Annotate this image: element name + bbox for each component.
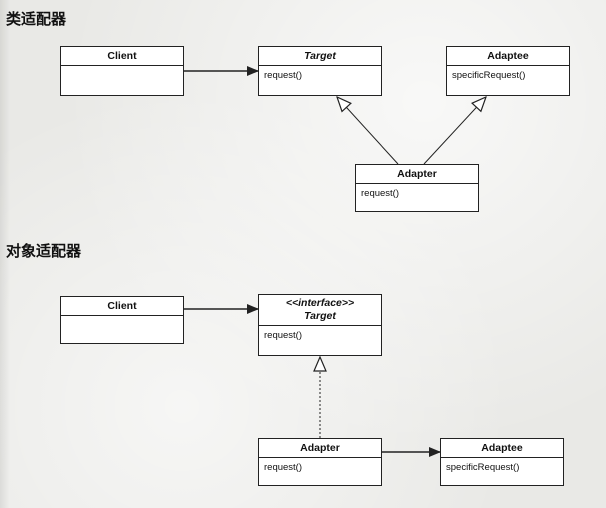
adapter-operation: request()	[264, 462, 303, 473]
object-adapter-target[interactable]: <<interface>> Target request()	[258, 294, 382, 356]
target-interface-name: Target	[304, 310, 336, 322]
adapter-class-name: Adapter	[259, 439, 381, 458]
client-class-name: Client	[61, 297, 183, 316]
adaptee-class-name: Adaptee	[441, 439, 563, 458]
adaptee-operation: specificRequest()	[446, 462, 520, 473]
adapter-operation: request()	[361, 188, 400, 199]
class-adapter-adapter[interactable]: Adapter request()	[355, 164, 479, 212]
adaptee-operation: specificRequest()	[452, 70, 526, 81]
adapter-adaptee-inheritance	[423, 97, 486, 165]
object-adapter-title: 对象适配器	[6, 242, 82, 260]
target-stereotype: <<interface>>	[285, 297, 355, 309]
object-adapter-client[interactable]: Client	[60, 296, 184, 344]
client-class-name: Client	[61, 47, 183, 66]
target-operation: request()	[264, 330, 303, 341]
target-operation: request()	[264, 70, 303, 81]
object-adapter-adaptee[interactable]: Adaptee specificRequest()	[440, 438, 564, 486]
adaptee-class-name: Adaptee	[447, 47, 569, 66]
class-adapter-target[interactable]: Target request()	[258, 46, 382, 96]
class-adapter-adaptee[interactable]: Adaptee specificRequest()	[446, 46, 570, 96]
object-adapter-adapter[interactable]: Adapter request()	[258, 438, 382, 486]
class-adapter-client[interactable]: Client	[60, 46, 184, 96]
target-class-name: Target	[304, 49, 336, 62]
class-adapter-title: 类适配器	[6, 10, 67, 28]
adapter-class-name: Adapter	[356, 165, 478, 184]
adapter-target-inheritance	[337, 97, 399, 165]
